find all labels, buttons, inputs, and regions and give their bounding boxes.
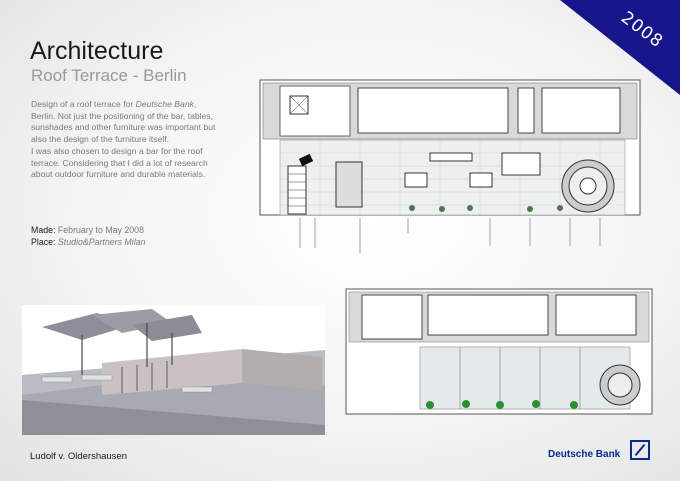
- deutsche-bank-logo-icon: [630, 440, 650, 460]
- desc-text-3: I was also chosen to design a bar for th…: [31, 145, 208, 180]
- desc-client: Deutsche Bank: [135, 99, 194, 109]
- author-name: Ludolf v. Oldershausen: [30, 451, 127, 462]
- page-title: Architecture: [30, 37, 164, 65]
- desc-text-1: Design of a roof terrace for: [31, 99, 136, 109]
- made-value: February to May 2008: [57, 225, 144, 235]
- terrace-render: [22, 305, 325, 435]
- floor-plan-top: [259, 79, 641, 253]
- floor-plan-bottom: [345, 288, 653, 415]
- year-corner-badge: [560, 0, 680, 95]
- project-meta: Made: February to May 2008 Place: Studio…: [31, 225, 145, 248]
- desc-text-2: , Berlin. Not just the positioning of th…: [31, 99, 216, 145]
- page-subtitle: Roof Terrace - Berlin: [31, 66, 187, 85]
- project-description: Design of a roof terrace for Deutsche Ba…: [31, 99, 217, 181]
- made-label: Made:: [31, 225, 56, 235]
- place-value: Studio&Partners Milan: [57, 236, 146, 247]
- place-label: Place:: [31, 236, 56, 247]
- brand-name: Deutsche Bank: [548, 449, 621, 460]
